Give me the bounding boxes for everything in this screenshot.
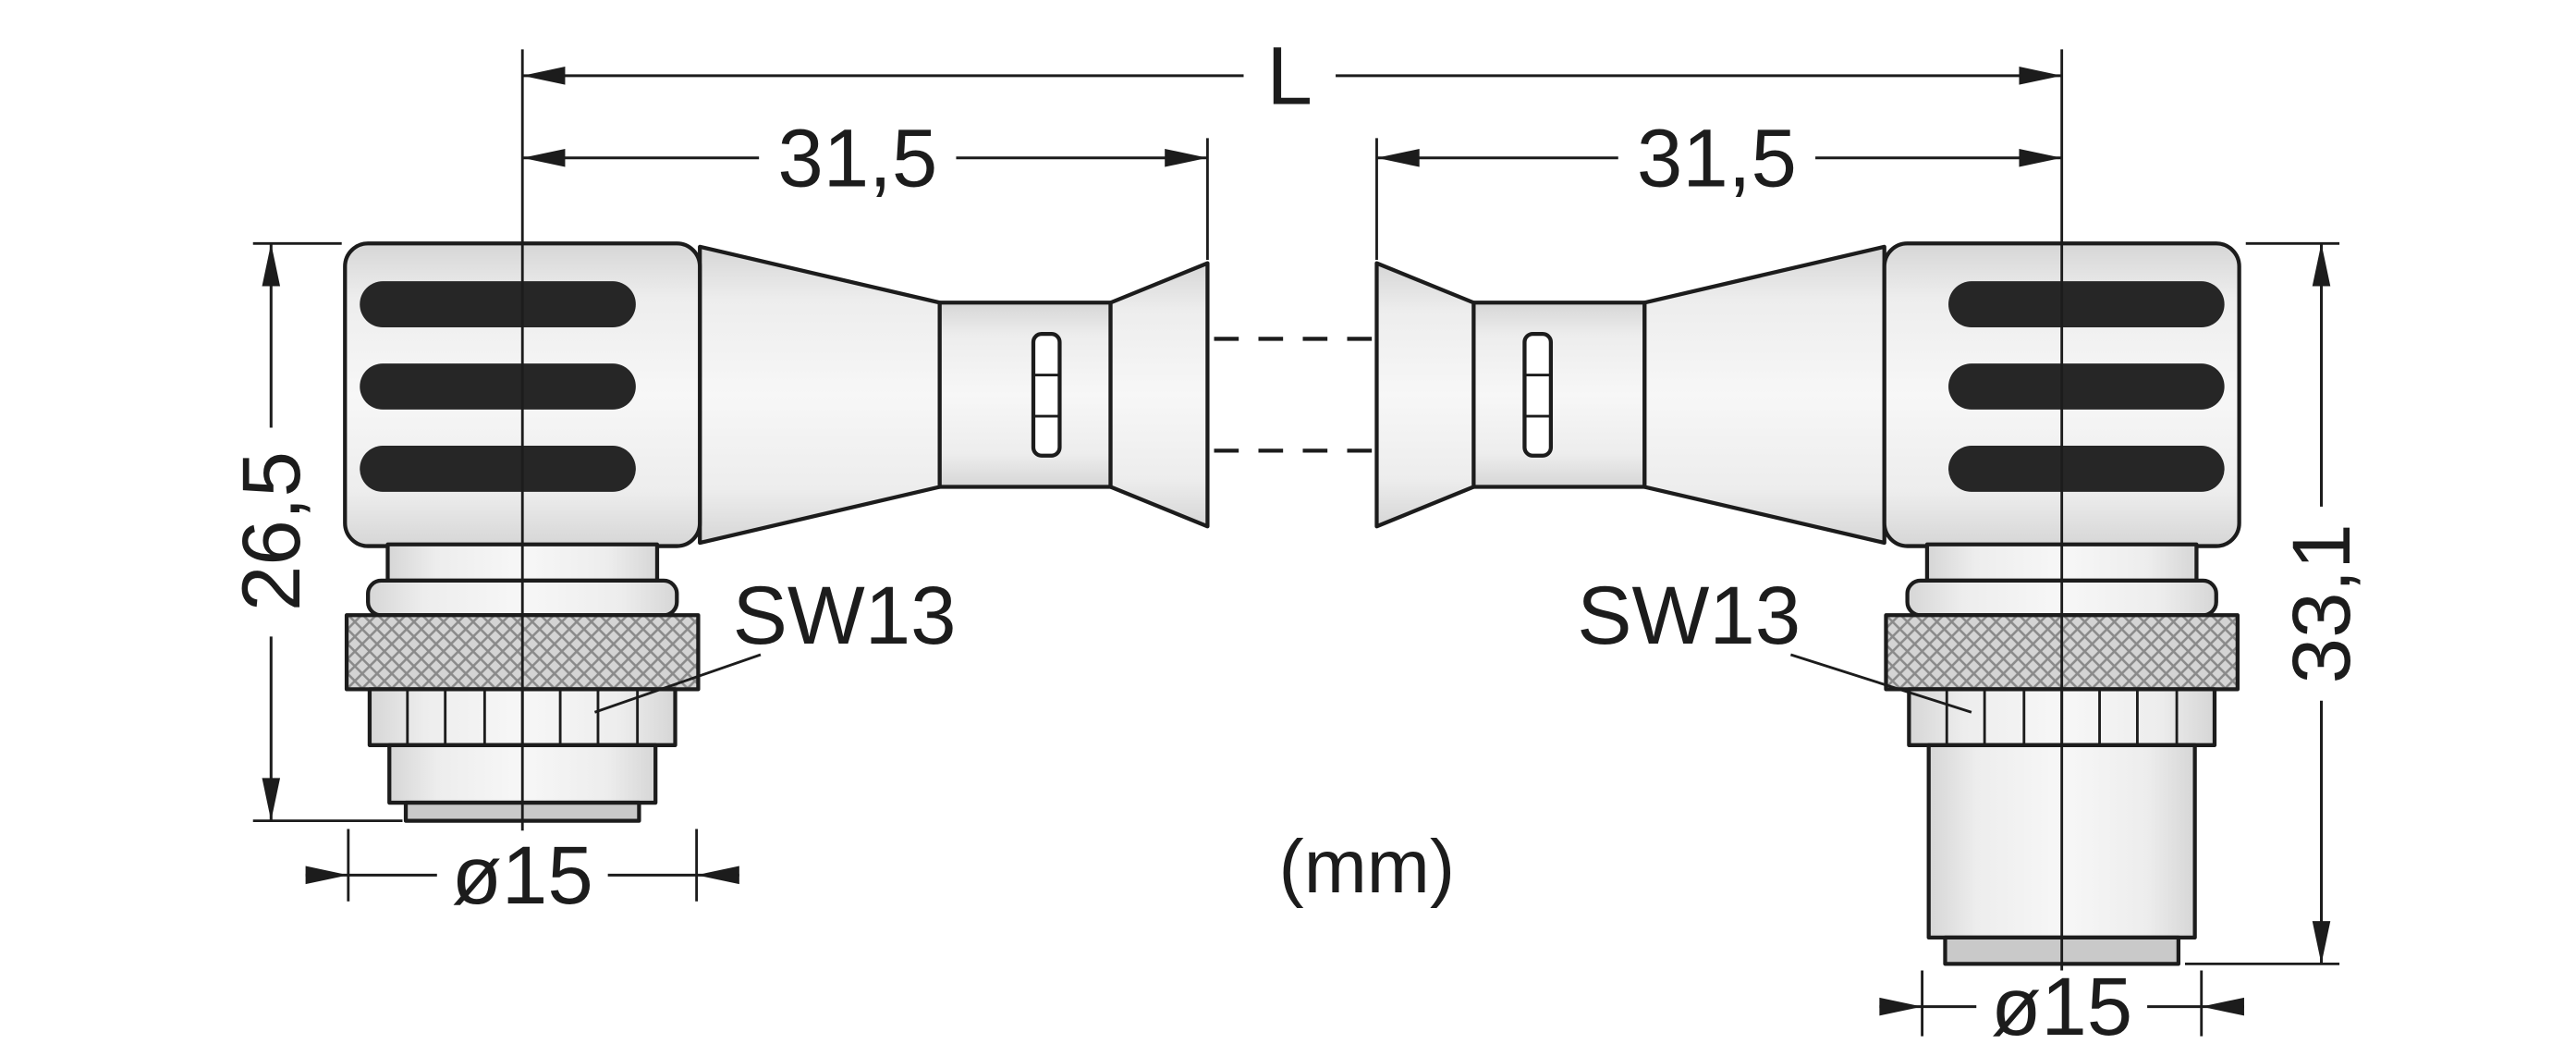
arrowhead: [522, 67, 566, 85]
left-grip-groove: [360, 446, 636, 492]
dim-left-diameter-label: ø15: [452, 829, 593, 921]
dim-left-length-label: 31,5: [777, 112, 937, 203]
arrowhead: [2312, 243, 2331, 287]
arrowhead: [262, 778, 281, 821]
dimension-right-height: 33,1: [2184, 241, 2367, 965]
arrowhead: [2019, 67, 2062, 85]
leader-line: [1789, 653, 1972, 714]
dimension-left-connector-length: 31,5: [522, 112, 1208, 203]
right-grip-groove: [1948, 363, 2225, 410]
left-grip-groove: [360, 281, 636, 327]
arrowhead: [305, 866, 348, 885]
right-ring-detail: [1522, 331, 1554, 458]
dimension-left-height: 26,5: [226, 241, 403, 823]
left-strain-relief-cone: [1108, 261, 1210, 529]
left-grip-groove: [360, 363, 636, 410]
dimension-left-diameter: ø15: [305, 829, 739, 921]
dim-right-length-label: 31,5: [1637, 112, 1797, 203]
leader-line: [593, 653, 762, 714]
arrowhead: [1376, 148, 1420, 167]
unit-note: (mm): [1278, 825, 1455, 909]
left-connector: [343, 241, 1210, 823]
dim-right-diameter-label: ø15: [1991, 961, 2132, 1052]
cable-break: [1214, 337, 1375, 453]
right-grip-groove: [1948, 446, 2225, 492]
dim-L-label: L: [1267, 30, 1312, 121]
arrowhead: [696, 866, 739, 885]
arrowhead: [262, 243, 281, 287]
dimension-right-connector-length: 31,5: [1376, 112, 2062, 203]
label-sw13-right: SW13: [1577, 570, 1972, 714]
right-connector: [1374, 241, 2241, 966]
dim-right-height-label: 33,1: [2276, 523, 2367, 683]
left-cylinder: [937, 301, 1113, 489]
arrowhead: [2312, 921, 2331, 964]
right-cylinder: [1471, 301, 1647, 489]
right-taper: [1642, 244, 1886, 546]
arrowhead: [1879, 997, 1923, 1016]
arrowhead: [2019, 148, 2062, 167]
arrowhead: [1165, 148, 1208, 167]
sw13-left-label: SW13: [733, 570, 957, 661]
sw13-right-label: SW13: [1577, 570, 1801, 661]
right-grip-groove: [1948, 281, 2225, 327]
dim-left-height-label: 26,5: [226, 451, 317, 611]
dimension-overall-length: L: [522, 30, 2062, 121]
arrowhead: [522, 148, 566, 167]
arrowhead: [2201, 997, 2244, 1016]
label-sw13-left: SW13: [593, 570, 957, 714]
right-strain-relief-cone: [1374, 261, 1476, 529]
left-ring-detail: [1031, 331, 1062, 458]
left-taper: [698, 244, 942, 546]
dimension-right-diameter: ø15: [1879, 961, 2244, 1052]
